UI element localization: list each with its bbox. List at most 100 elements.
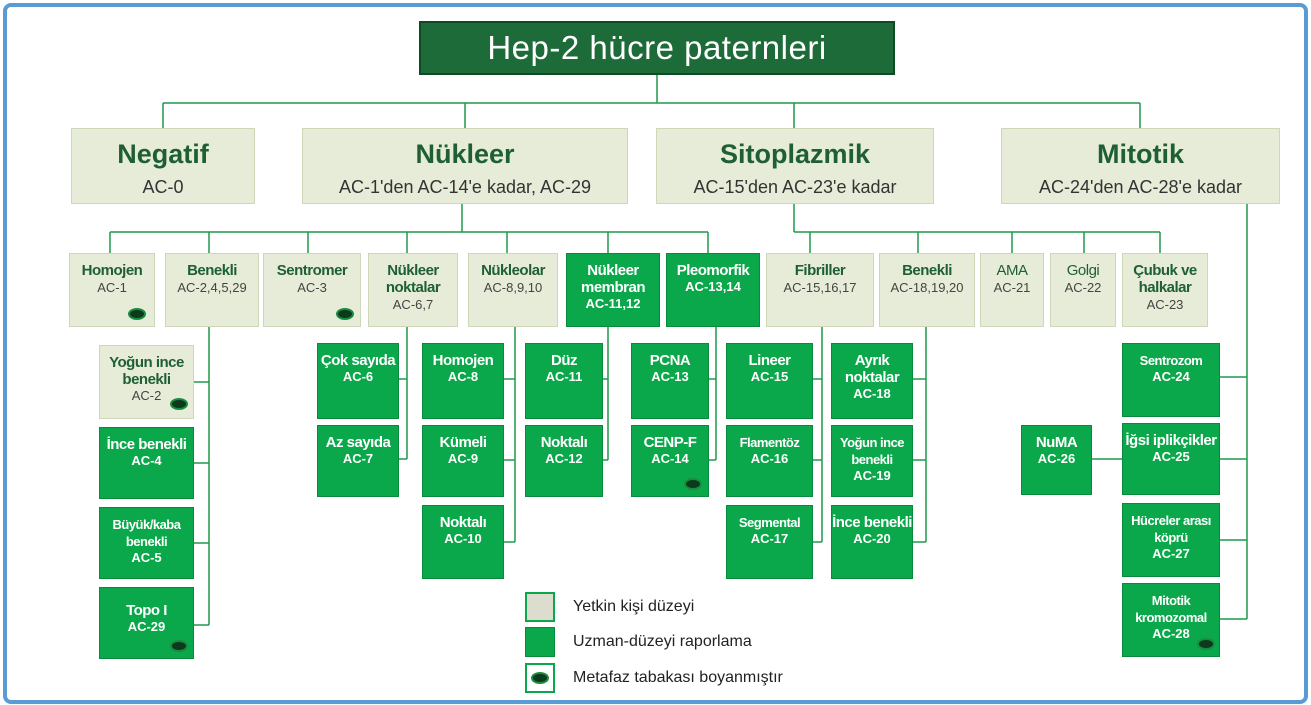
pattern-name: Nükleolar: [481, 262, 545, 279]
pattern-name: Sentrozom: [1139, 353, 1203, 368]
category-code: AC-15'den AC-23'e kadar: [693, 177, 897, 197]
pattern-name: Benekli: [187, 262, 237, 279]
pattern-ama: AMA AC-21: [980, 253, 1044, 327]
pattern-code: AC-27: [1152, 546, 1190, 561]
pattern-code: AC-25: [1152, 449, 1190, 464]
pattern-name: Büyük/kaba benekli: [112, 517, 181, 549]
pattern-code: AC-2: [131, 388, 162, 403]
pattern-code: AC-18: [853, 386, 891, 401]
pattern-yogun-ince-benekli-nuclear: Yoğun ince benekli AC-2: [99, 345, 194, 419]
pattern-name: Homojen: [432, 352, 494, 369]
pattern-name: Sentromer: [276, 262, 348, 279]
pattern-code: AC-22: [1064, 280, 1102, 295]
pattern-nukleer-membran: Nükleer membran AC-11,12: [566, 253, 660, 327]
pattern-code: AC-10: [444, 531, 482, 546]
pattern-pleomorfik: Pleomorfik AC-13,14: [666, 253, 760, 327]
pattern-code: AC-19: [853, 468, 891, 483]
pattern-code: AC-23: [1146, 297, 1184, 312]
pattern-name: Hücreler arası köprü: [1131, 513, 1211, 545]
pattern-name: NuMA: [1035, 434, 1078, 451]
connector-lines: [109, 75, 1248, 626]
pattern-name: PCNA: [649, 352, 691, 369]
pattern-code: AC-11,12: [585, 296, 641, 311]
pattern-hucreler-arasi-kopru: Hücreler arası köprü AC-27: [1122, 503, 1220, 577]
pattern-topo-i: Topo I AC-29: [99, 587, 194, 659]
pattern-cok-sayida: Çok sayıda AC-6: [317, 343, 399, 419]
pattern-code: AC-28: [1152, 626, 1190, 641]
pattern-code: AC-8,9,10: [483, 280, 543, 295]
pattern-code: AC-20: [853, 531, 891, 546]
legend-label-competent: Yetkin kişi düzeyi: [573, 598, 695, 615]
pattern-ince-benekli-cyto: İnce benekli AC-20: [831, 505, 913, 579]
pattern-sentromer: Sentromer AC-3: [263, 253, 361, 327]
pattern-name: Topo I: [126, 602, 167, 619]
category-name: Negatif: [117, 139, 209, 169]
pattern-name: Pleomorfik: [676, 262, 750, 279]
category-sitoplazmik: Sitoplazmik AC-15'den AC-23'e kadar: [656, 128, 934, 204]
pattern-name: Nükleer noktalar: [385, 262, 441, 296]
category-mitotik: Mitotik AC-24'den AC-28'e kadar: [1001, 128, 1280, 204]
pattern-code: AC-13: [651, 369, 689, 384]
metaphase-dot-icon: [336, 308, 354, 320]
pattern-name: İğsi iplikçikler: [1125, 432, 1217, 449]
pattern-code: AC-15: [750, 369, 789, 384]
pattern-kumeli: Kümeli AC-9: [422, 425, 504, 497]
pattern-name: Golgi: [1066, 262, 1100, 279]
pattern-code: AC-12: [545, 451, 583, 466]
pattern-code: AC-24: [1152, 369, 1190, 384]
pattern-igsi-iplikcikler: İğsi iplikçikler AC-25: [1122, 423, 1220, 495]
pattern-homojen-nucleolar: Homojen AC-8: [422, 343, 504, 419]
pattern-code: AC-2,4,5,29: [177, 280, 247, 295]
pattern-cubuk-halkalar: Çubuk ve halkalar AC-23: [1122, 253, 1208, 327]
pattern-name: İnce benekli: [106, 436, 187, 453]
pattern-nukleer-noktalar: Nükleer noktalar AC-6,7: [368, 253, 458, 327]
pattern-code: AC-21: [993, 280, 1031, 295]
pattern-az-sayida: Az sayıda AC-7: [317, 425, 399, 497]
pattern-code: AC-9: [447, 451, 479, 466]
category-code: AC-1'den AC-14'e kadar, AC-29: [338, 177, 592, 197]
pattern-benekli-nuclear: Benekli AC-2,4,5,29: [165, 253, 259, 327]
pattern-code: AC-1: [97, 280, 127, 295]
diagram-title: Hep-2 hücre paternleri: [419, 21, 895, 75]
pattern-name: Yoğun ince benekli: [839, 435, 905, 467]
pattern-name: Düz: [551, 352, 578, 369]
legend-swatch-metaphase: [525, 663, 555, 693]
pattern-code: AC-7: [342, 451, 374, 466]
legend-label-metaphase: Metafaz tabakası boyanmıştır: [573, 669, 783, 686]
pattern-numa: NuMA AC-26: [1021, 425, 1092, 495]
pattern-code: AC-18,19,20: [890, 280, 964, 295]
pattern-code: AC-15,16,17: [783, 280, 857, 295]
pattern-code: AC-14: [651, 451, 689, 466]
pattern-lineer: Lineer AC-15: [726, 343, 813, 419]
category-nukleer: Nükleer AC-1'den AC-14'e kadar, AC-29: [302, 128, 628, 204]
pattern-code: AC-13,14: [685, 279, 741, 294]
category-name: Mitotik: [1097, 139, 1184, 169]
pattern-name: Ayrık noktalar: [844, 352, 900, 386]
category-name: Sitoplazmik: [719, 139, 871, 169]
pattern-name: Flamentöz: [739, 435, 800, 450]
pattern-golgi: Golgi AC-22: [1050, 253, 1116, 327]
pattern-noktali-membran: Noktalı AC-12: [525, 425, 603, 497]
pattern-name: Noktalı: [439, 514, 487, 531]
pattern-code: AC-26: [1037, 451, 1076, 466]
pattern-code: AC-4: [131, 453, 162, 468]
pattern-name: Çubuk ve halkalar: [1133, 262, 1197, 296]
pattern-sentrozom: Sentrozom AC-24: [1122, 343, 1220, 417]
pattern-benekli-cyto: Benekli AC-18,19,20: [879, 253, 975, 327]
pattern-code: AC-6: [342, 369, 374, 384]
pattern-name: Segmental: [738, 515, 801, 530]
pattern-name: Az sayıda: [325, 434, 391, 451]
diagram-frame: Hep-2 hücre paternleri Negatif AC-0 Nükl…: [3, 3, 1308, 704]
pattern-fibriller: Fibriller AC-15,16,17: [766, 253, 874, 327]
metaphase-dot-icon: [684, 478, 702, 490]
pattern-ince-benekli-nuclear: İnce benekli AC-4: [99, 427, 194, 499]
pattern-flamentoz: Flamentöz AC-16: [726, 425, 813, 497]
metaphase-dot-icon: [170, 640, 188, 652]
pattern-code: AC-29: [127, 619, 166, 634]
title-text: Hep-2 hücre paternleri: [487, 29, 827, 66]
legend-label-expert: Uzman-düzeyi raporlama: [573, 633, 752, 650]
pattern-code: AC-3: [297, 280, 327, 295]
pattern-name: Fibriller: [794, 262, 846, 279]
category-negatif: Negatif AC-0: [71, 128, 255, 204]
pattern-cenp-f: CENP-F AC-14: [631, 425, 709, 497]
